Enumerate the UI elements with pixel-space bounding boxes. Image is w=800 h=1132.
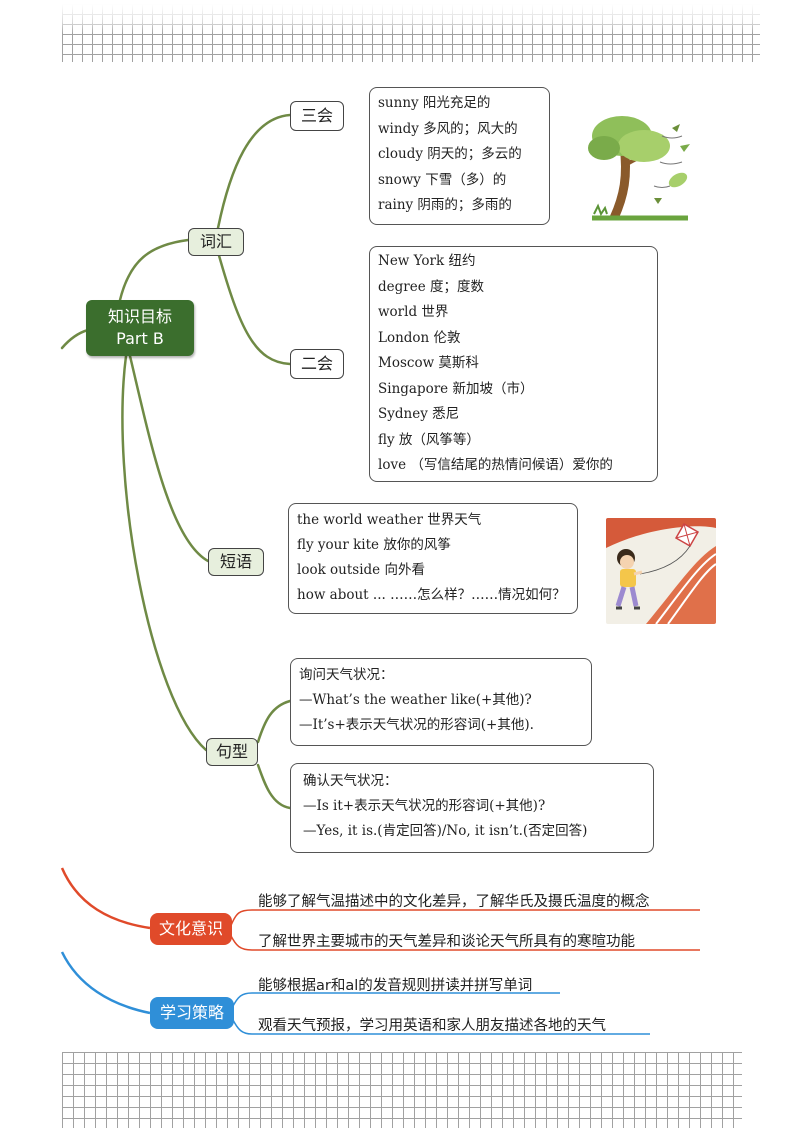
strategy-tag: 学习策略 (150, 997, 234, 1029)
root-title: 知识目标 (107, 307, 172, 326)
list-item: Sydney 悉尼 (378, 406, 460, 422)
list-item: London 伦敦 (378, 329, 461, 346)
list-item: fly your kite 放你的风筝 (297, 537, 451, 553)
sentences-ask-box: 询问天气状况： —What’s the weather like(+其他)? —… (290, 658, 592, 746)
list-item: degree 度；度数 (378, 278, 484, 295)
box-heading: 确认天气状况： (303, 773, 398, 789)
sentences-node: 句型 (206, 738, 258, 766)
list-item: world 世界 (378, 304, 449, 320)
list-item: Moscow 莫斯科 (378, 355, 479, 371)
vocab-three-node: 三会 (290, 101, 344, 131)
list-item: sunny 阳光充足的 (378, 95, 491, 111)
list-item: —It’s+表示天气状况的形容词(+其他). (299, 717, 534, 733)
kite-illustration (606, 518, 716, 624)
list-item: fly 放（风筝等） (378, 431, 480, 448)
list-item: cloudy 阴天的；多云的 (378, 146, 522, 162)
phrases-box: the world weather 世界天气 fly your kite 放你的… (288, 503, 578, 614)
list-item: Singapore 新加坡（市） (378, 380, 534, 397)
list-item: snowy 下雪（多）的 (378, 171, 507, 188)
list-item: love （写信结尾的热情问候语）爱你的 (378, 457, 613, 473)
list-item: New York 纽约 (378, 253, 476, 269)
sentences-confirm-box: 确认天气状况： —Is it+表示天气状况的形容词(+其他)? —Yes, it… (290, 763, 654, 853)
list-item: the world weather 世界天气 (297, 512, 482, 528)
windy-tree-illustration (588, 116, 690, 221)
bottom-grid-decoration (62, 1052, 742, 1128)
box-heading: 询问天气状况： (299, 667, 394, 683)
culture-item: 能够了解气温描述中的文化差异，了解华氏及摄氏温度的概念 (258, 894, 650, 910)
strategy-item: 能够根据ar和al的发音规则拼读并拼写单词 (258, 978, 533, 994)
vocab-three-box: sunny 阳光充足的 windy 多风的；风大的 cloudy 阴天的；多云的… (369, 87, 550, 225)
vocab-two-node: 二会 (290, 349, 344, 379)
culture-tag: 文化意识 (150, 913, 232, 945)
list-item: —Is it+表示天气状况的形容词(+其他)? (303, 798, 546, 814)
strategy-item: 观看天气预报，学习用英语和家人朋友描述各地的天气 (258, 1018, 606, 1034)
list-item: look outside 向外看 (297, 562, 425, 578)
list-item: —Yes, it is.(肯定回答)/No, it isn’t.(否定回答) (303, 823, 588, 839)
phrases-node: 短语 (208, 548, 264, 576)
list-item: how about ... ……怎么样？……情况如何？ (297, 587, 566, 603)
list-item: rainy 阴雨的；多雨的 (378, 197, 512, 213)
vocab-node: 词汇 (188, 228, 244, 256)
root-node: 知识目标 Part B (86, 300, 194, 356)
list-item: windy 多风的；风大的 (378, 120, 518, 137)
top-grid-fade (62, 4, 760, 34)
list-item: —What’s the weather like(+其他)? (299, 692, 532, 708)
root-subtitle: Part B (116, 329, 164, 348)
vocab-two-box: New York 纽约 degree 度；度数 world 世界 London … (369, 246, 658, 482)
culture-item: 了解世界主要城市的天气差异和谈论天气所具有的寒暄功能 (258, 934, 635, 950)
